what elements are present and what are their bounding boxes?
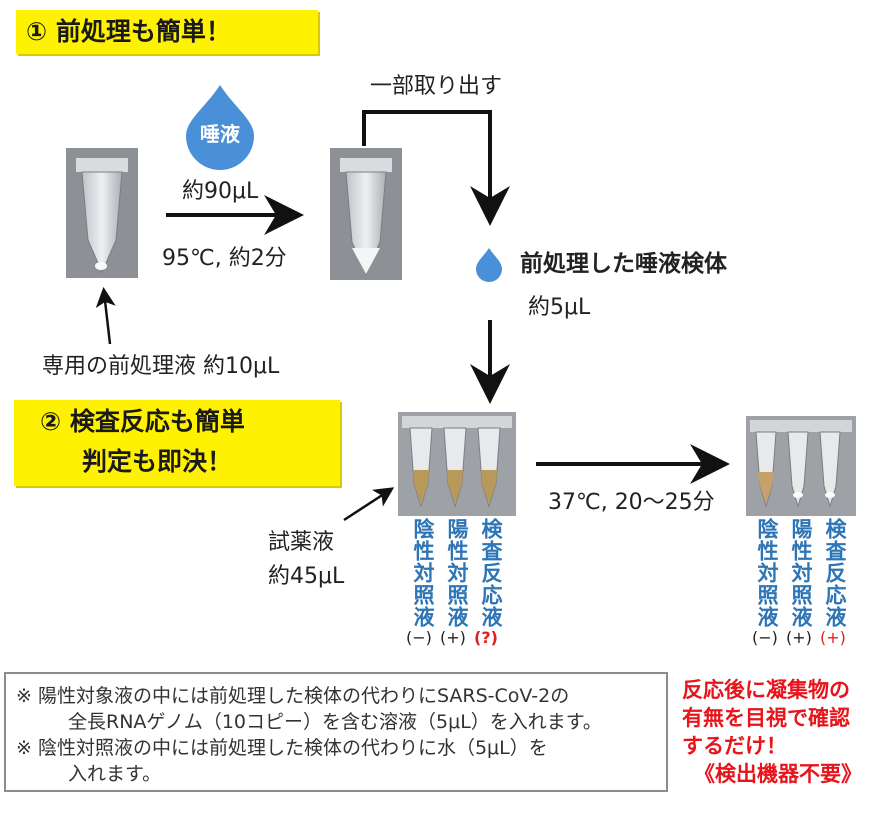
tube-pretreatment-liquid <box>66 148 138 278</box>
sign-negative-before: (−) <box>406 628 432 647</box>
result-note-line-4: 《検出機器不要》 <box>694 762 862 786</box>
tube-label-test-before: 検査反応液 <box>479 518 503 628</box>
arrow-take-portion <box>362 110 510 226</box>
note-line-4: 入れます。 <box>68 763 162 785</box>
banner-pretreatment: ① 前処理も簡単！ <box>16 10 318 54</box>
tubes-before-reaction <box>398 412 516 516</box>
sign-negative-after: (−) <box>752 628 778 647</box>
sign-test-before: (?) <box>474 628 498 647</box>
tubes-after-reaction <box>746 416 856 516</box>
take-portion-label: 一部取り出す <box>370 74 503 99</box>
sign-positive-after: (+) <box>786 628 812 647</box>
arrow-reagent-pointer <box>343 487 395 522</box>
incubation-label: 37℃, 20〜25分 <box>548 490 715 515</box>
sign-test-after: (+) <box>820 628 846 647</box>
tube-label-test-after: 検査反応液 <box>823 518 847 628</box>
sample-volume: 約5μL <box>528 295 591 320</box>
reagent-volume: 約45μL <box>268 564 345 589</box>
note-line-3: ※ 陰性対照液の中には前処理した検体の代わりに水（5μL）を <box>16 737 548 759</box>
tube-heated-sample <box>330 148 402 280</box>
sample-drop-icon <box>476 248 502 282</box>
result-note: 反応後に凝集物の 有無を目視で確認 するだけ！ 《検出機器不要》 <box>682 676 862 788</box>
sign-test-before-text: (?) <box>474 628 498 647</box>
sign-positive-before: (+) <box>440 628 466 647</box>
arrow-pretreat-pointer <box>95 287 116 345</box>
tube-label-positive-after: 陽性対照液 <box>789 518 813 628</box>
reagent-name: 試薬液 <box>268 530 335 555</box>
notes-box: ※ 陽性対象液の中には前処理した検体の代わりにSARS-CoV-2の 全長RNA… <box>4 672 668 792</box>
note-line-1: ※ 陽性対象液の中には前処理した検体の代わりにSARS-CoV-2の <box>16 685 570 707</box>
tube-label-positive-before: 陽性対照液 <box>445 518 469 628</box>
result-note-line-1: 反応後に凝集物の <box>682 678 850 702</box>
result-note-line-2: 有無を目視で確認 <box>682 706 850 730</box>
sign-test-after-text: (+) <box>820 628 846 647</box>
pretreat-liquid-label: 専用の前処理液 約10μL <box>42 354 280 379</box>
heat-condition: 95℃, 約2分 <box>162 246 287 271</box>
pretreated-sample-label: 前処理した唾液検体 <box>520 251 727 277</box>
banner-reaction-line1: ② 検査反応も簡単 <box>40 407 245 436</box>
banner-reaction-line2: 判定も即決！ <box>82 447 233 476</box>
saliva-volume: 約90μL <box>182 179 259 204</box>
note-line-2: 全長RNAゲノム（10コピー）を含む溶液（5μL）を入れます。 <box>68 711 602 733</box>
reagent-label: 試薬液 約45μL <box>268 526 344 594</box>
saliva-drop-label: 唾液 <box>200 122 240 146</box>
result-note-line-3: するだけ！ <box>682 734 787 758</box>
saliva-drop-icon <box>186 85 254 170</box>
banner-reaction: ② 検査反応も簡単 判定も即決！ <box>14 400 340 486</box>
tube-label-negative-before: 陰性対照液 <box>411 518 435 628</box>
tube-label-negative-after: 陰性対照液 <box>755 518 779 628</box>
